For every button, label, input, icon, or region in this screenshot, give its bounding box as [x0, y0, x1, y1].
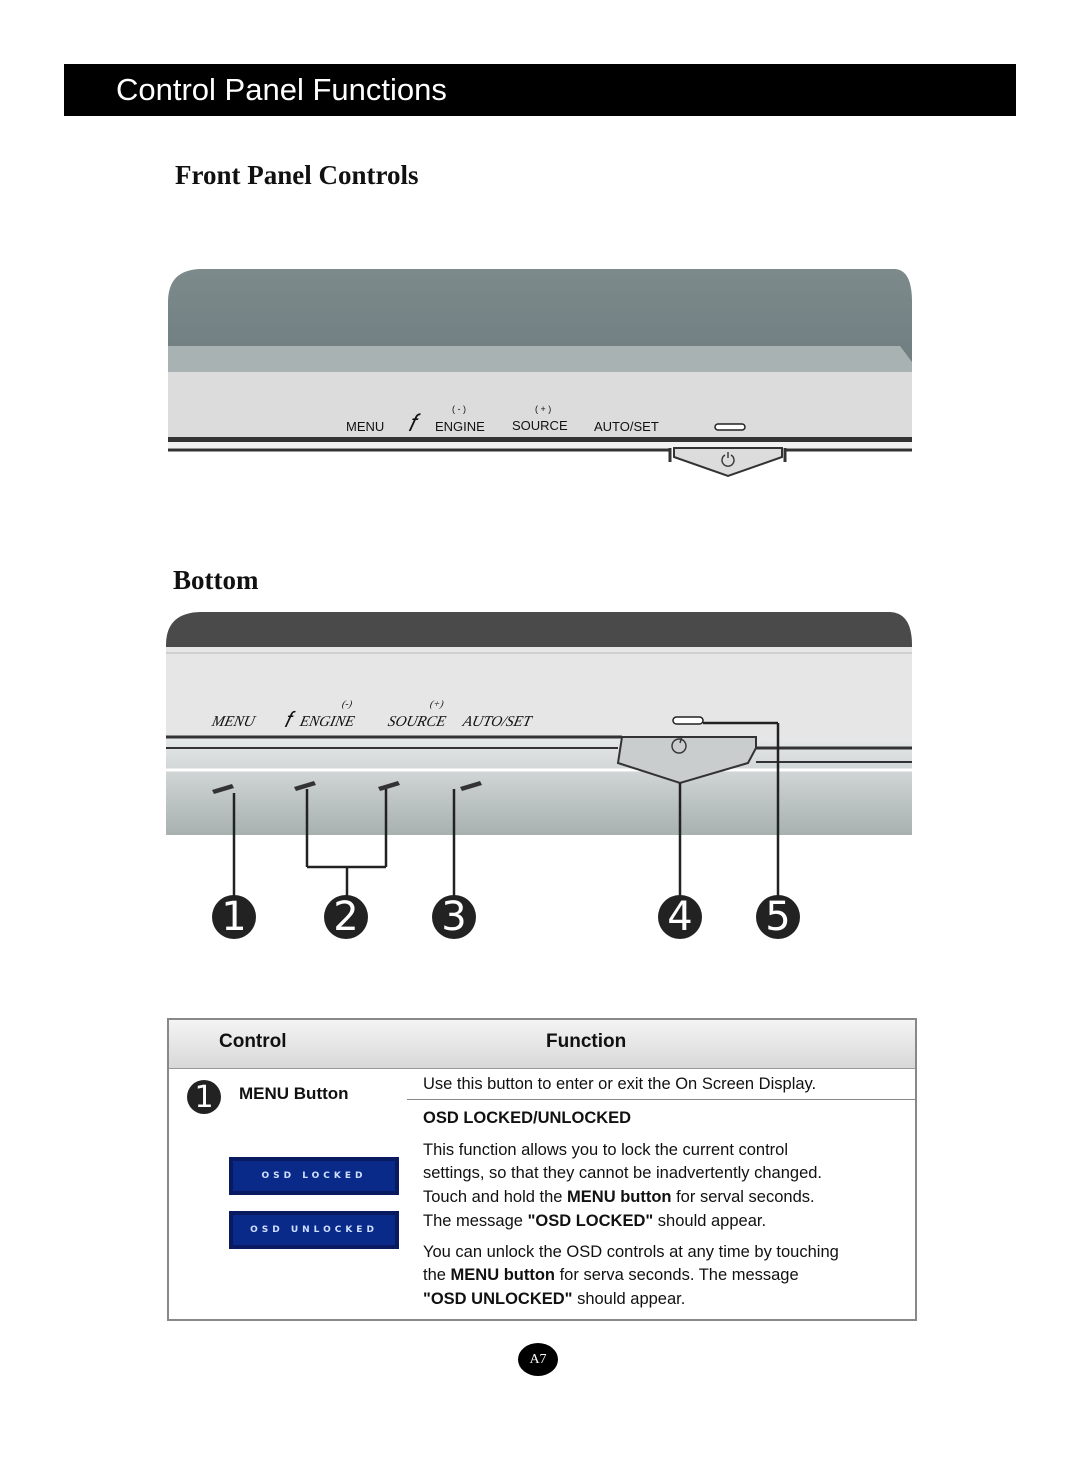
bottom-label-engine: ENGINE — [298, 714, 356, 730]
bottom-f-engine-icon: 𝑓 — [284, 707, 291, 732]
column-header-function: Function — [546, 1031, 627, 1052]
callout-2: 2 — [324, 894, 368, 940]
front-panel-illustration — [168, 269, 912, 478]
osd-locked-box: OSD LOCKED — [229, 1157, 399, 1195]
callout-5: 5 — [756, 894, 800, 940]
callout-1: 1 — [212, 894, 256, 940]
front-label-engine-sign: ( - ) — [452, 404, 466, 414]
front-power-icon — [721, 452, 735, 467]
callout-3: 3 — [432, 894, 476, 940]
page-number: A7 — [518, 1343, 558, 1376]
para1-line-2: settings, so that they cannot be inadver… — [423, 1164, 823, 1182]
row-divider — [407, 1099, 915, 1100]
front-label-source: SOURCE — [512, 418, 568, 433]
callout-4: 4 — [658, 894, 702, 940]
para2-line-1: You can unlock the OSD controls at any t… — [423, 1243, 839, 1261]
bottom-label-autoset: AUTO/SET — [461, 714, 533, 730]
row-number: 1 — [187, 1080, 221, 1115]
table-header: Control Function — [169, 1020, 915, 1069]
front-panel-heading: Front Panel Controls — [175, 160, 419, 190]
header-bar — [64, 64, 1016, 116]
bottom-label-source-sign: (+) — [428, 699, 445, 710]
front-label-engine: ENGINE — [435, 419, 485, 434]
control-name: MENU Button — [239, 1084, 349, 1103]
bottom-label-source: SOURCE — [386, 714, 448, 730]
bottom-label-menu: MENU — [210, 714, 257, 730]
function-line-1: Use this button to enter or exit the On … — [423, 1075, 817, 1093]
bottom-heading: Bottom — [173, 565, 259, 595]
bottom-power-icon — [671, 735, 687, 754]
osd-heading: OSD LOCKED/UNLOCKED — [423, 1109, 632, 1127]
page-title: Control Panel Functions — [116, 72, 447, 107]
column-header-control: Control — [219, 1031, 287, 1052]
front-label-source-sign: ( + ) — [535, 404, 552, 414]
para1-line-1: This function allows you to lock the cur… — [423, 1141, 789, 1159]
control-function-table: Control Function 1 MENU Button Use this … — [167, 1018, 917, 1321]
f-engine-icon: 𝑓 — [408, 411, 416, 437]
para1-line-4: The message "OSD LOCKED" should appear. — [423, 1212, 767, 1230]
bottom-panel-illustration — [166, 612, 912, 900]
front-label-autoset: AUTO/SET — [594, 419, 659, 434]
para2-line-2: the MENU button for serva seconds. The m… — [423, 1266, 799, 1284]
osd-unlocked-box: OSD UNLOCKED — [229, 1211, 399, 1249]
front-label-menu: MENU — [346, 419, 385, 434]
para2-line-3: "OSD UNLOCKED" should appear. — [423, 1290, 686, 1308]
para1-line-3: Touch and hold the MENU button for serva… — [423, 1188, 815, 1206]
